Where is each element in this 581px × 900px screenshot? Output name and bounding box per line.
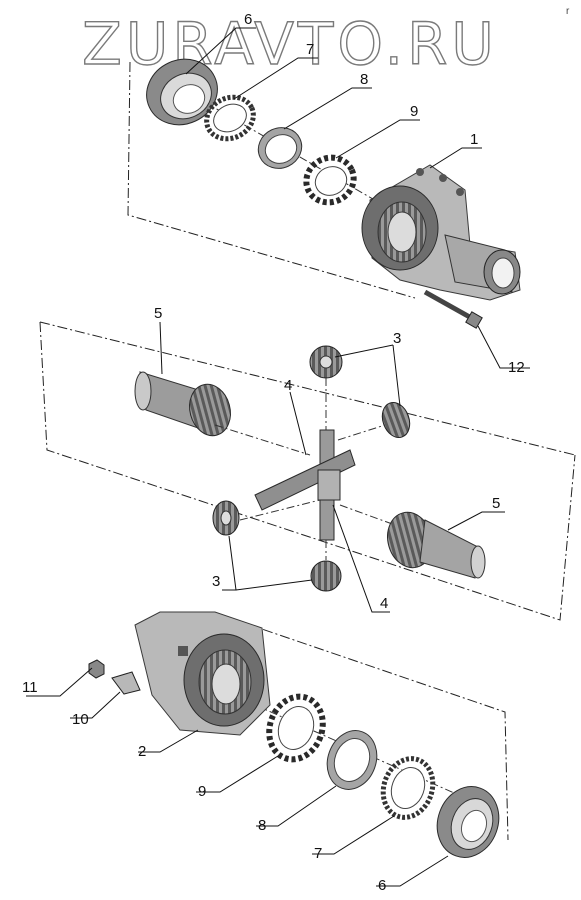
part-9-bottom-friction-disk — [266, 693, 326, 763]
middle-assembly-bracket — [39, 321, 576, 621]
axis-line-right-gear — [339, 504, 396, 526]
part-6-top-bearing-ring — [146, 58, 218, 126]
callout-3-bottom: 3 — [212, 573, 220, 590]
callout-5-left: 5 — [154, 305, 162, 322]
leader-lines — [26, 27, 530, 887]
callout-4-bottom: 4 — [380, 595, 388, 612]
callout-1: 1 — [470, 131, 478, 148]
part-4-spider-cross — [254, 429, 356, 541]
corner-mark: r — [566, 6, 570, 17]
callout-4-top: 4 — [284, 377, 292, 394]
part-3-pinion-gear-top — [309, 345, 343, 379]
part-8-bottom-shim-ring — [326, 730, 378, 790]
callout-6-bottom: 6 — [378, 877, 386, 894]
callout-7-bottom: 7 — [314, 845, 322, 862]
part-7-top-toothed-washer — [204, 94, 256, 142]
part-6-bottom-bearing-ring — [436, 786, 500, 858]
part-7-bottom-toothed-washer — [380, 756, 436, 820]
part-5-right-side-gear — [387, 511, 486, 579]
callout-2: 2 — [138, 743, 146, 760]
part-8-top-shim-ring — [257, 127, 303, 169]
part-12-bolt — [423, 289, 483, 329]
callout-9-top: 9 — [410, 103, 418, 120]
callout-5-right: 5 — [492, 495, 500, 512]
part-2-differential-case — [134, 611, 271, 736]
watermark-text: ZURAVTO.RU — [82, 10, 498, 78]
part-3-pinion-gear-left — [212, 500, 240, 536]
part-1-differential-case — [361, 164, 521, 301]
part-3-pinion-gear-bottom — [310, 560, 342, 592]
callout-8-top: 8 — [360, 71, 368, 88]
callout-8-bottom: 8 — [258, 817, 266, 834]
part-3-pinion-gear-right — [381, 402, 411, 438]
part-9-top-friction-disk — [303, 154, 357, 206]
axis-line-left-pinion — [239, 499, 321, 521]
part-5-left-side-gear — [134, 371, 231, 437]
callout-11: 11 — [22, 679, 38, 696]
axis-line-left-gear — [214, 424, 311, 456]
part-11-nut — [88, 659, 105, 679]
callout-10: 10 — [72, 711, 89, 728]
axis-line-right-pinion — [337, 424, 386, 441]
callout-12: 12 — [508, 359, 525, 376]
part-10-lock-plate — [111, 671, 141, 695]
callout-6-top: 6 — [244, 11, 252, 28]
callout-9-bottom: 9 — [198, 783, 206, 800]
callout-3-top: 3 — [393, 330, 401, 347]
callout-7-top: 7 — [306, 41, 314, 58]
